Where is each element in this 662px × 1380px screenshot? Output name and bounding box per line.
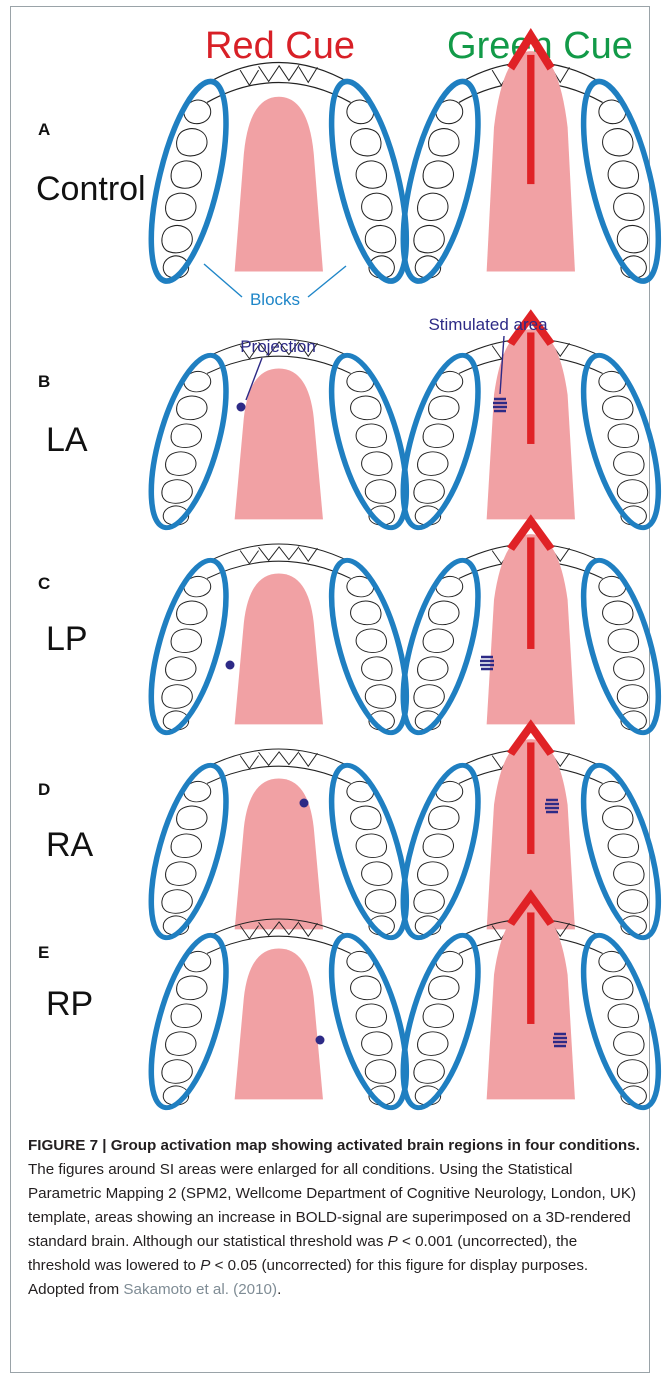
row-control: A Control Blocks	[36, 36, 662, 309]
row-ra: D RA	[38, 726, 662, 944]
caption-title: FIGURE 7 | Group activation map showing …	[28, 1137, 640, 1154]
figure-caption: FIGURE 7 | Group activation map showing …	[28, 1134, 640, 1302]
projection-label: Projection	[240, 337, 316, 356]
projection-dot-la	[237, 403, 246, 412]
projection-dot-rp	[316, 1036, 325, 1045]
green-cue-mouth-control	[388, 36, 662, 288]
red-cue-mouth-control	[136, 62, 422, 288]
red-cue-mouth-lp	[136, 544, 422, 739]
figure-illustration: Red Cue Green Cue A Control Blocks B LA …	[0, 0, 662, 1130]
column-header-red-cue: Red Cue	[205, 25, 355, 67]
condition-label-control: Control	[36, 170, 146, 208]
caption-end: .	[277, 1281, 281, 1298]
panel-letter-d: D	[38, 780, 50, 799]
projection-dot-ra	[300, 799, 309, 808]
panel-letter-e: E	[38, 943, 49, 962]
reference-link[interactable]: Sakamoto et al. (2010)	[123, 1281, 277, 1298]
condition-label-la: LA	[46, 421, 88, 459]
condition-label-lp: LP	[46, 620, 88, 658]
blocks-label: Blocks	[250, 290, 300, 309]
condition-label-ra: RA	[46, 826, 94, 864]
panel-letter-b: B	[38, 372, 50, 391]
row-la: B LA Projection Stimulated area	[38, 315, 662, 534]
panel-letter-c: C	[38, 574, 50, 593]
p-symbol: P	[388, 1233, 398, 1250]
p-symbol: P	[200, 1257, 210, 1274]
projection-dot-lp	[226, 661, 235, 670]
stimulated-area-label: Stimulated area	[428, 315, 548, 334]
red-cue-mouth-ra	[136, 749, 422, 944]
panel-letter-a: A	[38, 120, 50, 139]
red-cue-mouth-rp	[136, 919, 422, 1114]
green-cue-mouth-la	[388, 316, 662, 534]
green-cue-mouth-lp	[388, 521, 662, 739]
red-cue-mouth-la	[136, 339, 422, 534]
row-lp: C LP	[38, 521, 662, 739]
condition-label-rp: RP	[46, 985, 93, 1023]
